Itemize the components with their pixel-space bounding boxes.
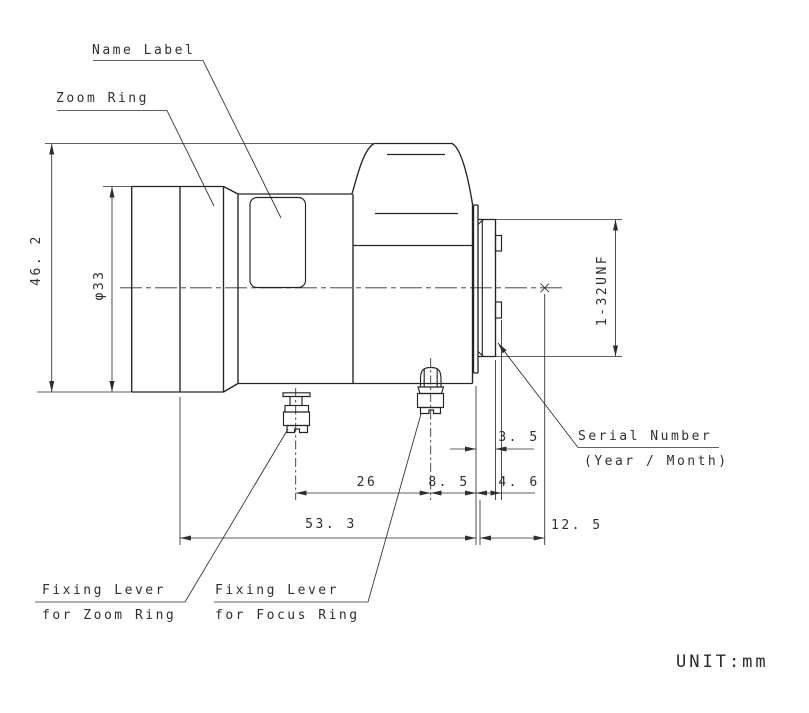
serial-number-text-line2: (Year / Month) <box>584 454 729 469</box>
image-plane-cross <box>540 283 550 293</box>
name-label-plate <box>249 196 307 289</box>
leader-serial-number <box>497 342 719 448</box>
dim-26-text: 26 <box>356 475 378 490</box>
leader-lever-focus <box>214 413 422 603</box>
name-label-text: Name Label <box>92 43 196 58</box>
dim-phi33-text: φ33 <box>92 269 107 301</box>
focus-lever <box>416 358 445 500</box>
lever-focus-text-line2: for Focus Ring <box>215 608 360 623</box>
unit-note: UNIT:mm <box>676 652 769 672</box>
mount-thread-barrel <box>477 218 497 358</box>
leader-lever-zoom <box>35 428 289 603</box>
lever-zoom-text-line2: for Zoom Ring <box>42 608 177 623</box>
leader-name-label <box>93 60 282 219</box>
dim-1-32unf-text: 1-32UNF <box>595 253 610 327</box>
lever-zoom-text-line1: Fixing Lever <box>42 583 166 598</box>
leader-zoom-ring <box>57 110 215 207</box>
mount-flange <box>472 204 479 374</box>
dim-4-6-text: 4. 6 <box>498 475 540 490</box>
dim-46-2-text: 46. 2 <box>29 234 44 286</box>
front-barrel <box>131 185 224 393</box>
serial-number-text-line1: Serial Number <box>578 429 713 444</box>
dim-8-5-text: 8. 5 <box>428 475 470 490</box>
lever-focus-text-line1: Fixing Lever <box>215 583 339 598</box>
zoom-lever <box>282 388 311 500</box>
zoom-ring-text: Zoom Ring <box>56 91 149 106</box>
main-body <box>237 193 473 385</box>
dim-53-3-text: 53. 3 <box>305 517 357 532</box>
focus-ring-hump <box>351 142 474 384</box>
mount-tabs <box>494 234 503 319</box>
zoom-ring-section <box>222 185 239 393</box>
dim-12-5-text: 12. 5 <box>551 518 603 533</box>
dim-3-5-text: 3. 5 <box>498 430 540 445</box>
extension-lines <box>37 143 622 545</box>
